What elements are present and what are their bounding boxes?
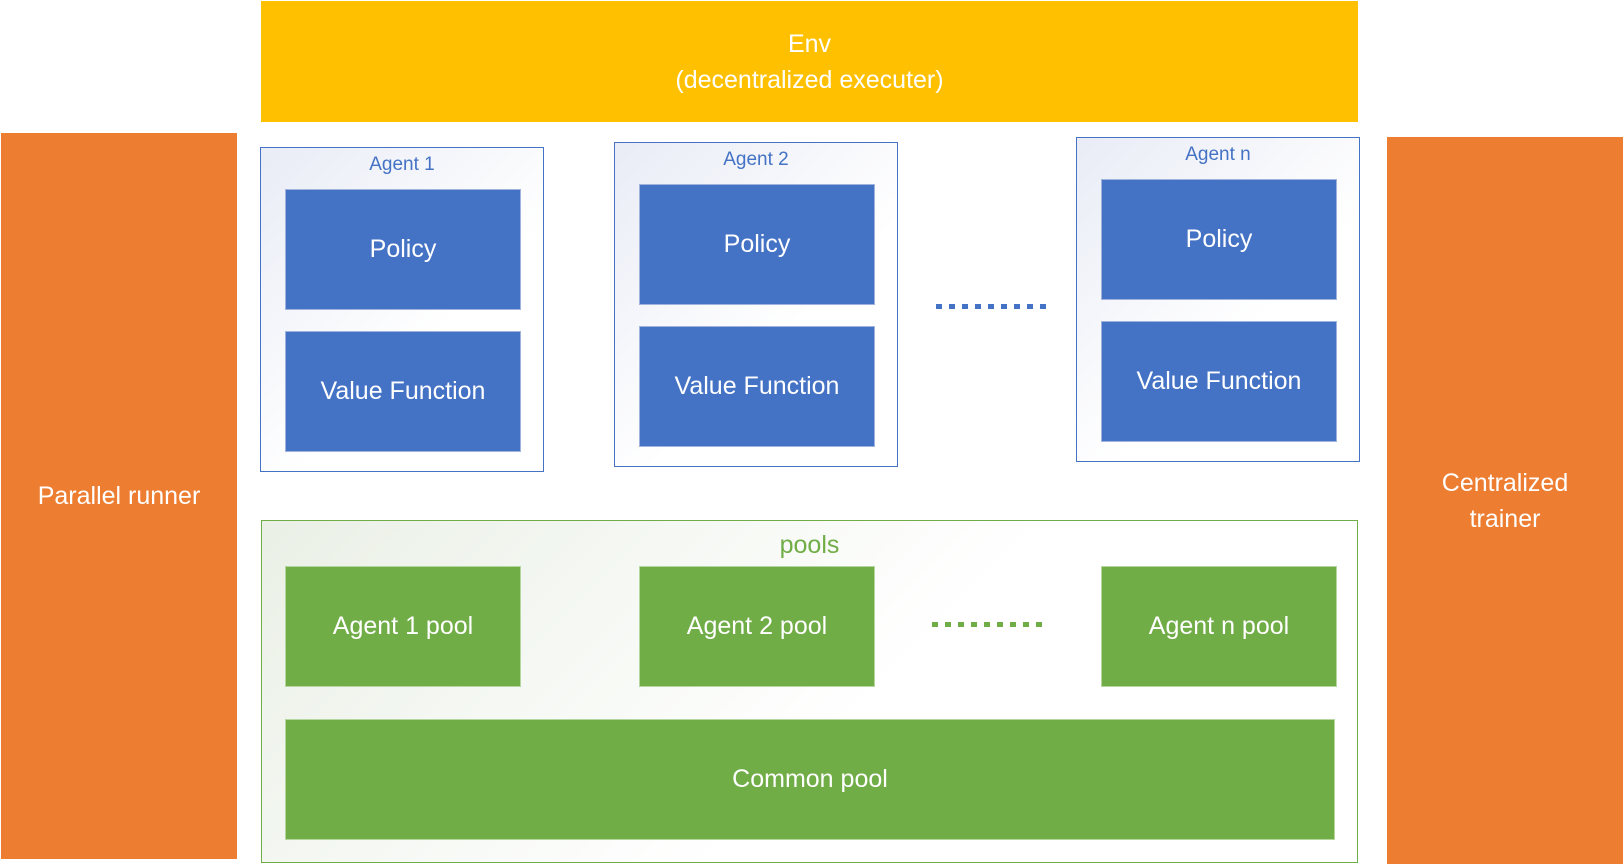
agent-1-policy-block: Policy (285, 189, 521, 310)
agent-1-frame: Agent 1 Policy Value Function (260, 147, 544, 472)
env-subtitle: (decentralized executer) (675, 65, 944, 94)
agent-2-frame: Agent 2 Policy Value Function (614, 142, 898, 467)
agents-ellipsis-dots (936, 304, 1051, 309)
agent-1-title: Agent 1 (369, 154, 435, 175)
agent-n-policy-block: Policy (1101, 179, 1337, 300)
common-pool-block: Common pool (285, 719, 1335, 840)
agent-1-value-function-block: Value Function (285, 331, 521, 452)
centralized-trainer-block: Centralized trainer (1387, 137, 1623, 864)
agent-n-frame: Agent n Policy Value Function (1076, 137, 1360, 462)
centralized-trainer-label-line2: trainer (1469, 504, 1541, 533)
parallel-runner-label: Parallel runner (37, 482, 201, 510)
agent-n-title: Agent n (1185, 144, 1251, 165)
agent-2-value-function-block: Value Function (639, 326, 875, 447)
parallel-runner-block: Parallel runner (1, 133, 237, 859)
pools-frame: pools Agent 1 pool Agent 2 pool Agent n … (261, 520, 1358, 863)
env-title: Env (787, 29, 832, 58)
pools-ellipsis-dots (932, 622, 1047, 627)
agent-n-pool-block: Agent n pool (1101, 566, 1337, 687)
agent-n-value-function-block: Value Function (1101, 321, 1337, 442)
agent-2-policy-block: Policy (639, 184, 875, 305)
env-block: Env (decentralized executer) (261, 1, 1358, 122)
pools-title: pools (779, 531, 840, 559)
agent-2-pool-block: Agent 2 pool (639, 566, 875, 687)
agent-1-pool-block: Agent 1 pool (285, 566, 521, 687)
agent-2-title: Agent 2 (723, 149, 789, 170)
centralized-trainer-label-line1: Centralized (1441, 468, 1569, 497)
